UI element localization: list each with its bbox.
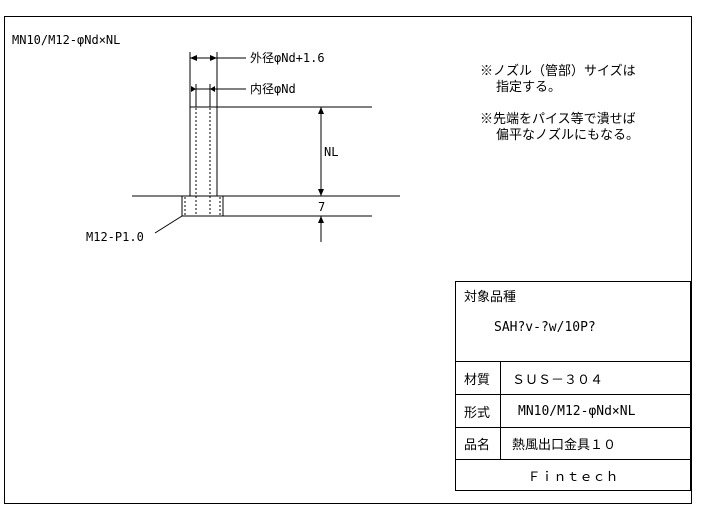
nl-arrow-top	[318, 107, 324, 114]
company-name: Ｆｉｎｔｅｃｈ	[527, 469, 619, 485]
thread-body	[181, 195, 224, 217]
note1-line1: ※ノズル（管部）サイズは	[480, 64, 636, 79]
name-row: 品名 熱風出口金具１０	[456, 427, 690, 459]
tube-outline	[189, 106, 218, 197]
thread-arrow	[318, 216, 324, 223]
inner-arrow-left	[191, 86, 196, 92]
note2-line2: 偏平なノズルにもなる。	[496, 128, 640, 143]
material-row: 材質 ＳＵＳ－３０４	[456, 361, 690, 394]
type-value: MN10/M12-φNd×NL	[518, 403, 636, 419]
note2-line1: ※先端をパイス等で潰せば	[480, 112, 636, 127]
company-row: Ｆｉｎｔｅｃｈ	[456, 459, 690, 490]
material-value: ＳＵＳ－３０４	[512, 372, 604, 388]
target-row: 対象品種 SAH?v-?w/10P?	[456, 282, 690, 361]
material-label: 材質	[464, 372, 491, 388]
nl-arrow-bottom	[318, 189, 324, 196]
note1-line2: 指定する。	[496, 80, 562, 95]
name-value: 熱風出口金具１０	[512, 438, 617, 453]
target-label: 対象品種	[464, 290, 517, 305]
inner-dia-label: 内径φNd	[250, 82, 296, 96]
inner-arrow-right	[210, 86, 215, 92]
thread-length-label: 7	[318, 200, 326, 214]
type-label: 形式	[464, 405, 491, 421]
title-block: 対象品種 SAH?v-?w/10P? 材質 ＳＵＳ－３０４ 形式 MN10/M1…	[455, 281, 691, 491]
drawing-title: MN10/M12-φNd×NL	[12, 33, 121, 47]
thread-leader	[154, 215, 183, 234]
outer-arrow-right	[210, 55, 217, 61]
outer-arrow-left	[190, 55, 197, 61]
drawing-frame	[4, 16, 692, 504]
nl-label: NL	[324, 145, 339, 159]
thread-spec-label: M12-P1.0	[86, 230, 144, 244]
target-value: SAH?v-?w/10P?	[494, 320, 596, 335]
name-label: 品名	[464, 438, 491, 453]
type-row: 形式 MN10/M12-φNd×NL	[456, 394, 690, 427]
outer-dia-label: 外径φNd+1.6	[250, 51, 325, 65]
